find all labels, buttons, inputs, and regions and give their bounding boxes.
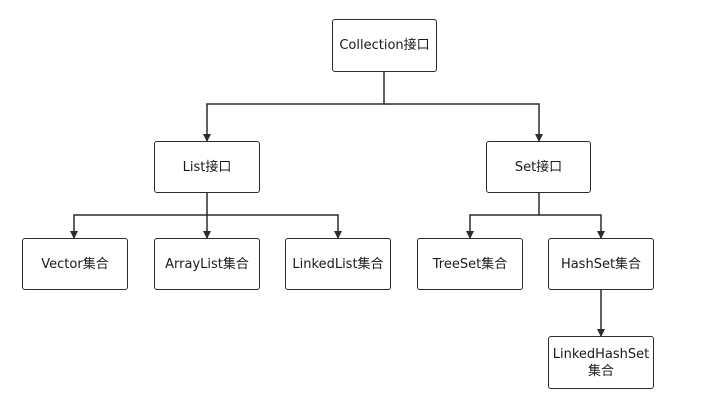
node-set-interface: Set接口 (486, 141, 591, 193)
node-list-label: List接口 (182, 159, 232, 175)
node-hashset-label: HashSet集合 (560, 256, 642, 272)
node-linkedhashset: LinkedHashSet 集合 (548, 336, 654, 389)
node-hashset: HashSet集合 (548, 238, 654, 290)
node-vector: Vector集合 (22, 238, 128, 290)
edge-collection-set (384, 103, 543, 142)
node-treeset: TreeSet集合 (417, 238, 523, 290)
node-vector-label: Vector集合 (41, 256, 109, 272)
edge-collection-list (203, 72, 385, 142)
node-arraylist-label: ArrayList集合 (165, 256, 249, 272)
edge-list-linkedlist (207, 214, 342, 239)
node-arraylist: ArrayList集合 (154, 238, 260, 290)
node-list-interface: List接口 (154, 141, 260, 193)
node-linkedlist: LinkedList集合 (285, 238, 391, 290)
edge-set-hashset (539, 214, 605, 239)
node-set-label: Set接口 (514, 159, 563, 175)
edge-set-treeset (466, 193, 540, 239)
node-linkedlist-label: LinkedList集合 (292, 256, 384, 272)
node-treeset-label: TreeSet集合 (432, 256, 508, 272)
edge-list-vector (70, 193, 208, 239)
node-collection-interface: Collection接口 (332, 19, 437, 72)
node-linkedhashset-label: LinkedHashSet 集合 (552, 346, 650, 379)
node-collection-label: Collection接口 (339, 38, 430, 53)
